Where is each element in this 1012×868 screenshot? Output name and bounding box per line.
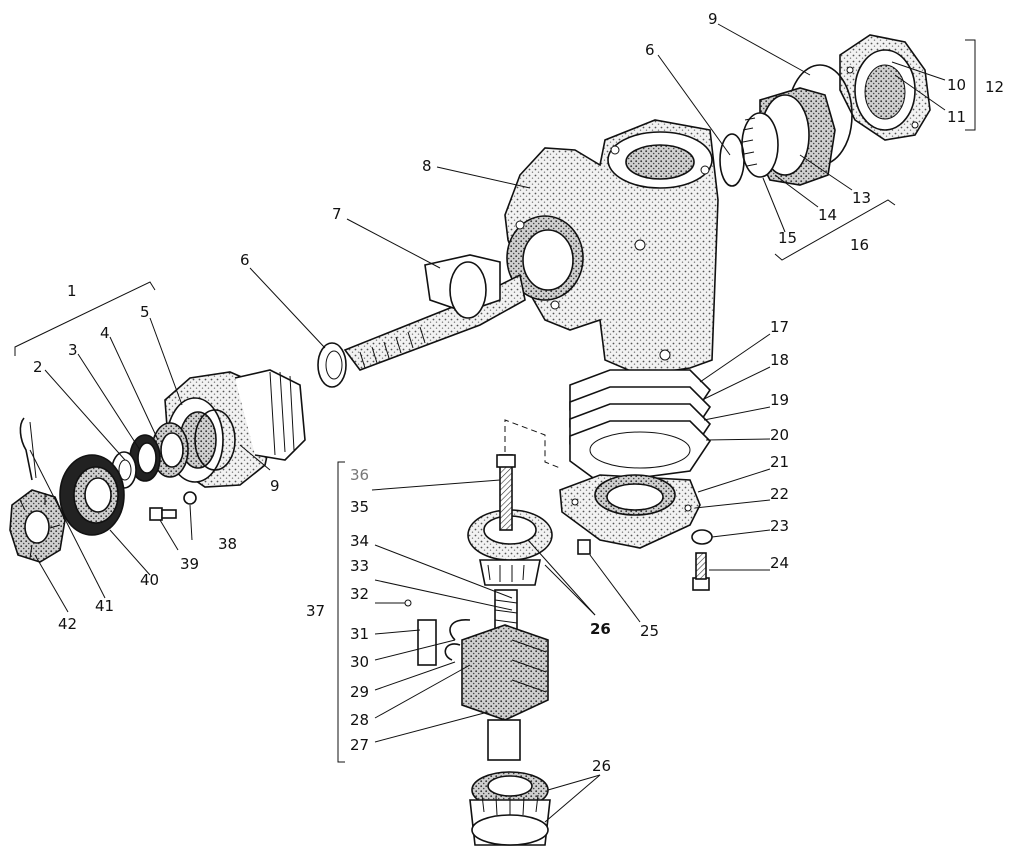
lower-bearing [469, 771, 551, 846]
side-cover [164, 369, 306, 488]
callout-30: 30 [350, 653, 369, 671]
end-cap [59, 454, 125, 536]
sector-shaft [343, 254, 526, 371]
callout-7: 7 [332, 205, 342, 223]
callout-10: 10 [947, 76, 966, 94]
callout-39: 39 [180, 555, 199, 573]
callout-1: 1 [67, 282, 77, 300]
cover-bolt [692, 552, 710, 591]
callout-11: 11 [947, 108, 966, 126]
callout-12: 12 [985, 78, 1004, 96]
bottom-cover [559, 474, 701, 549]
callout-31: 31 [350, 625, 369, 643]
callout-8: 8 [422, 157, 432, 175]
callout-9-left: 9 [270, 477, 280, 495]
callout-27: 27 [350, 736, 369, 754]
castle-nut [9, 489, 66, 563]
callout-18: 18 [770, 351, 789, 369]
callout-26-lower: 26 [592, 757, 611, 775]
lock-ring [719, 133, 745, 187]
ball-nut [461, 624, 549, 761]
worm-shaft [494, 454, 518, 641]
callout-6-left: 6 [240, 251, 250, 269]
callout-6-right: 6 [645, 41, 655, 59]
callout-37: 37 [306, 602, 325, 620]
callout-40: 40 [140, 571, 159, 589]
upper-bearing [467, 509, 553, 586]
small-nut [183, 491, 197, 505]
callout-35: 35 [350, 498, 369, 516]
callout-19: 19 [770, 391, 789, 409]
roller-bearing [741, 112, 779, 178]
callout-16: 16 [850, 236, 869, 254]
adjusting-cover [839, 34, 931, 141]
cotter-pin [19, 417, 37, 481]
callout-41: 41 [95, 597, 114, 615]
callout-17: 17 [770, 318, 789, 336]
bolt [149, 507, 177, 521]
callout-29: 29 [350, 683, 369, 701]
leader-lines [14, 23, 976, 823]
callout-28: 28 [350, 711, 369, 729]
callout-9-right: 9 [708, 10, 718, 28]
callout-34: 34 [350, 532, 369, 550]
callout-13: 13 [852, 189, 871, 207]
callout-24: 24 [770, 554, 789, 572]
callout-23: 23 [770, 517, 789, 535]
callout-33: 33 [350, 557, 369, 575]
callout-15: 15 [778, 229, 797, 247]
bearing-cup [759, 87, 836, 186]
o-ring [194, 409, 236, 471]
callout-3: 3 [68, 341, 78, 359]
gasket-stack [569, 369, 712, 484]
callout-25: 25 [640, 622, 659, 640]
drain-plug [577, 539, 591, 555]
callout-21: 21 [770, 453, 789, 471]
callout-4: 4 [100, 324, 110, 342]
callout-5: 5 [140, 303, 150, 321]
callout-38: 38 [218, 535, 237, 553]
callout-labels: 1 2 3 4 5 6 7 8 9 6 9 10 11 12 13 14 15 … [33, 10, 1004, 775]
ball-guide [404, 599, 471, 666]
callout-2: 2 [33, 358, 43, 376]
assembly-axis [504, 419, 561, 469]
callout-22: 22 [770, 485, 789, 503]
callout-14: 14 [818, 206, 837, 224]
spring-washer [691, 529, 713, 545]
steering-gear-housing [504, 119, 719, 376]
callout-36: 36 [350, 466, 369, 484]
washer [317, 342, 347, 388]
callout-20: 20 [770, 426, 789, 444]
callout-26-upper: 26 [590, 620, 611, 638]
callout-42: 42 [58, 615, 77, 633]
callout-32: 32 [350, 585, 369, 603]
